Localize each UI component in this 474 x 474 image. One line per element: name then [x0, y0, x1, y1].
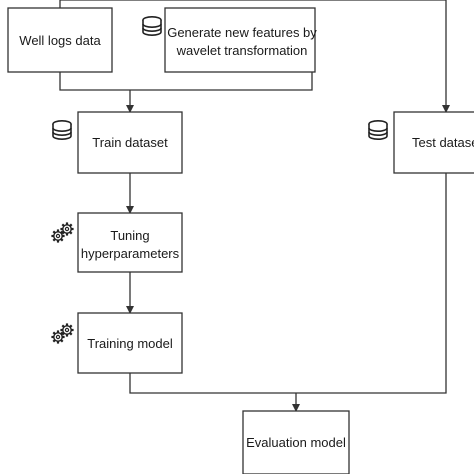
node-train-dataset-box	[77, 111, 183, 174]
node-new-features: Generate new features by wavelet transfo…	[142, 7, 317, 73]
node-new-features-label-line2: wavelet transformation	[176, 43, 308, 58]
node-training-model: Training model	[50, 312, 183, 374]
node-tuning: Tuning hyperparameters	[50, 212, 183, 273]
connectors	[59, 0, 450, 412]
test-to-eval-line	[296, 173, 447, 394]
node-well-logs: Well logs data	[7, 7, 113, 73]
gears-icon	[50, 322, 75, 345]
node-tuning-box	[77, 212, 183, 273]
node-evaluation-model-label: Evaluation model	[246, 435, 346, 450]
node-well-logs-box	[7, 7, 113, 73]
node-evaluation-model: Evaluation model	[242, 410, 350, 474]
gears-icon	[50, 221, 75, 244]
database-icon	[142, 15, 162, 37]
node-train-dataset-label: Train dataset	[92, 135, 168, 150]
node-well-logs-label: Well logs data	[19, 33, 101, 48]
database-icon	[368, 120, 388, 140]
node-test-dataset-box	[393, 111, 474, 174]
node-new-features-box	[164, 7, 316, 73]
node-test-dataset-label: Test dataset	[412, 135, 474, 150]
database-icon	[52, 120, 72, 140]
node-training-model-label: Training model	[87, 336, 173, 351]
well-logs-merge-line	[59, 72, 313, 91]
node-evaluation-model-box	[242, 410, 350, 474]
node-new-features-label-line1: Generate new features by	[167, 25, 317, 40]
training-to-eval-line	[129, 373, 296, 394]
node-test-dataset: Test dataset	[368, 111, 474, 174]
node-tuning-label-line2: hyperparameters	[81, 246, 180, 261]
node-tuning-label-line1: Tuning	[110, 228, 149, 243]
node-training-model-box	[77, 312, 183, 374]
node-train-dataset: Train dataset	[52, 111, 183, 174]
